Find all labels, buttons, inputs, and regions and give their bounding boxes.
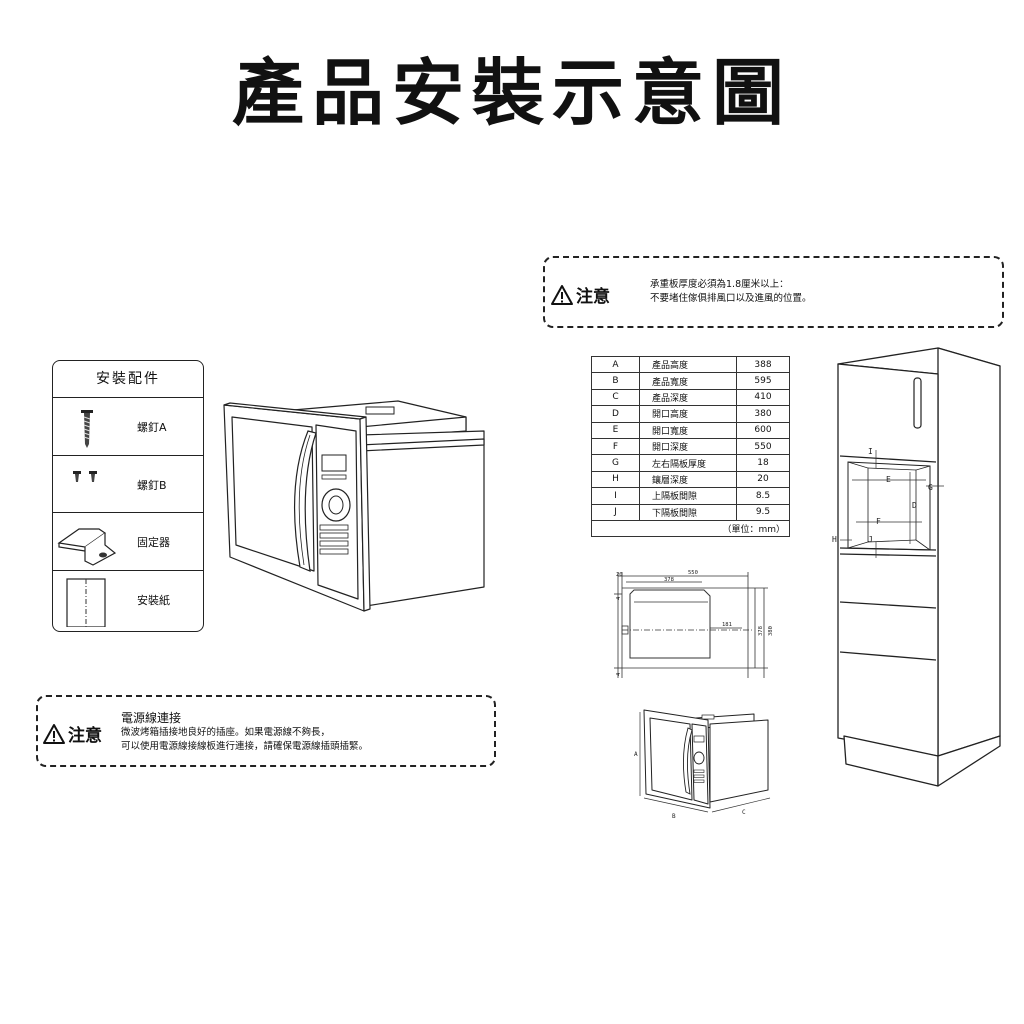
warning-icon [43, 723, 65, 744]
bottom-notice-label-text: 注意 [68, 726, 102, 746]
spec-name: 開口寬度 [639, 421, 737, 439]
dim-letter: G [928, 483, 933, 492]
dim-label: 380 [768, 626, 774, 636]
spec-value: 380 [736, 405, 790, 423]
spec-value: 595 [736, 372, 790, 390]
cabinet-diagram: I E G D F H J [832, 347, 1001, 787]
small-oven-diagram: A B C [634, 709, 771, 820]
accessories-header: 安裝配件 [53, 361, 203, 398]
accessory-label: 安裝紙 [137, 593, 170, 607]
spec-key: G [591, 454, 640, 472]
dim-label: 20 [616, 572, 623, 578]
bottom-notice-text: 電源線連接 微波烤箱插接地良好的插座。如果電源線不夠長， 可以使用電源線接線板進… [121, 711, 368, 754]
accessory-row: 固定器 [53, 513, 203, 571]
dim-letter: D [912, 501, 917, 510]
spec-key: B [591, 372, 640, 390]
spec-name: 產品寬度 [639, 372, 737, 390]
spec-value: 388 [736, 355, 790, 374]
spec-key: H [591, 470, 640, 489]
table-row: （單位：mm） [591, 519, 790, 538]
bottom-notice-label: 注意 [42, 721, 102, 746]
accessory-row: 螺釘B [53, 456, 203, 513]
bottom-notice-line: 可以使用電源線接線板進行連接，請確保電源線插頭插緊。 [121, 741, 369, 752]
top-notice-line: 不要堵住傢俱排風口以及進風的位置。 [650, 293, 812, 304]
dim-letter: C [742, 809, 746, 816]
top-notice-box [543, 256, 1004, 328]
dim-letter: I [868, 447, 873, 456]
dim-label: 550 [688, 570, 698, 576]
dim-letter: B [672, 813, 676, 820]
spec-key: E [591, 421, 640, 439]
spec-name: 開口深度 [639, 437, 737, 456]
oven-illustration [223, 400, 485, 612]
spec-name: 左右隔板厚度 [639, 454, 737, 472]
spec-value: 600 [736, 421, 790, 439]
dim-letter: E [886, 475, 891, 484]
spec-name: 產品深度 [639, 388, 737, 407]
spec-value: 9.5 [736, 503, 790, 521]
bracket-icon [57, 528, 117, 566]
bottom-notice-line: 微波烤箱插接地良好的插座。如果電源線不夠長， [121, 727, 331, 738]
short-screws-icon [73, 470, 97, 482]
spec-unit: （單位：mm） [591, 519, 790, 538]
spec-value: 410 [736, 388, 790, 407]
spec-key: I [591, 487, 640, 505]
spec-key: J [591, 503, 640, 521]
spec-value: 550 [736, 437, 790, 456]
spec-value: 18 [736, 454, 790, 472]
accessory-row: 螺釘A [53, 398, 203, 456]
top-notice-label-text: 注意 [576, 287, 610, 307]
spec-name: 上隔板間隙 [639, 487, 737, 505]
spec-key: A [591, 355, 640, 374]
spec-name: 下隔板間隙 [639, 503, 737, 521]
spec-name: 開口高度 [639, 405, 737, 423]
top-notice-text: 承重板厚度必須為1.8厘米以上： 不要堵住傢俱排風口以及進風的位置。 [650, 278, 812, 306]
spec-value: 8.5 [736, 487, 790, 505]
dim-label: 181 [722, 622, 732, 628]
top-notice-label: 注意 [550, 282, 610, 307]
spec-name: 產品高度 [639, 355, 737, 374]
dim-letter: J [868, 535, 873, 544]
warning-icon [551, 284, 573, 305]
page-title: 產品安裝示意圖 [231, 51, 792, 135]
dim-label: 4 [616, 596, 622, 600]
spec-key: D [591, 405, 640, 423]
spec-name: 鑲層深度 [639, 470, 737, 489]
bottom-notice-heading: 電源線連接 [121, 711, 182, 725]
side-view-diagram: 20 550 378 181 378 380 4 4 [614, 570, 774, 678]
long-screw-icon [81, 410, 93, 448]
spec-key: F [591, 437, 640, 456]
spec-key: C [591, 388, 640, 407]
accessory-label: 螺釘A [137, 421, 167, 434]
accessories-panel: 安裝配件 螺釘A 螺釘B 固定器 安裝紙 [52, 360, 204, 632]
dim-letter: F [876, 517, 881, 526]
top-notice-line: 承重板厚度必須為1.8厘米以上： [650, 279, 789, 290]
dim-label: 4 [616, 672, 622, 676]
accessory-label: 螺釘B [137, 478, 167, 492]
accessory-row: 安裝紙 [53, 571, 203, 629]
accessory-label: 固定器 [137, 536, 170, 549]
spec-value: 20 [736, 470, 790, 489]
dim-label: 378 [758, 626, 764, 636]
dim-label: 378 [664, 577, 674, 583]
template-sheet-icon [66, 577, 106, 627]
dim-letter: A [634, 751, 638, 758]
bottom-notice-box [36, 695, 496, 767]
dim-letter: H [832, 535, 837, 544]
